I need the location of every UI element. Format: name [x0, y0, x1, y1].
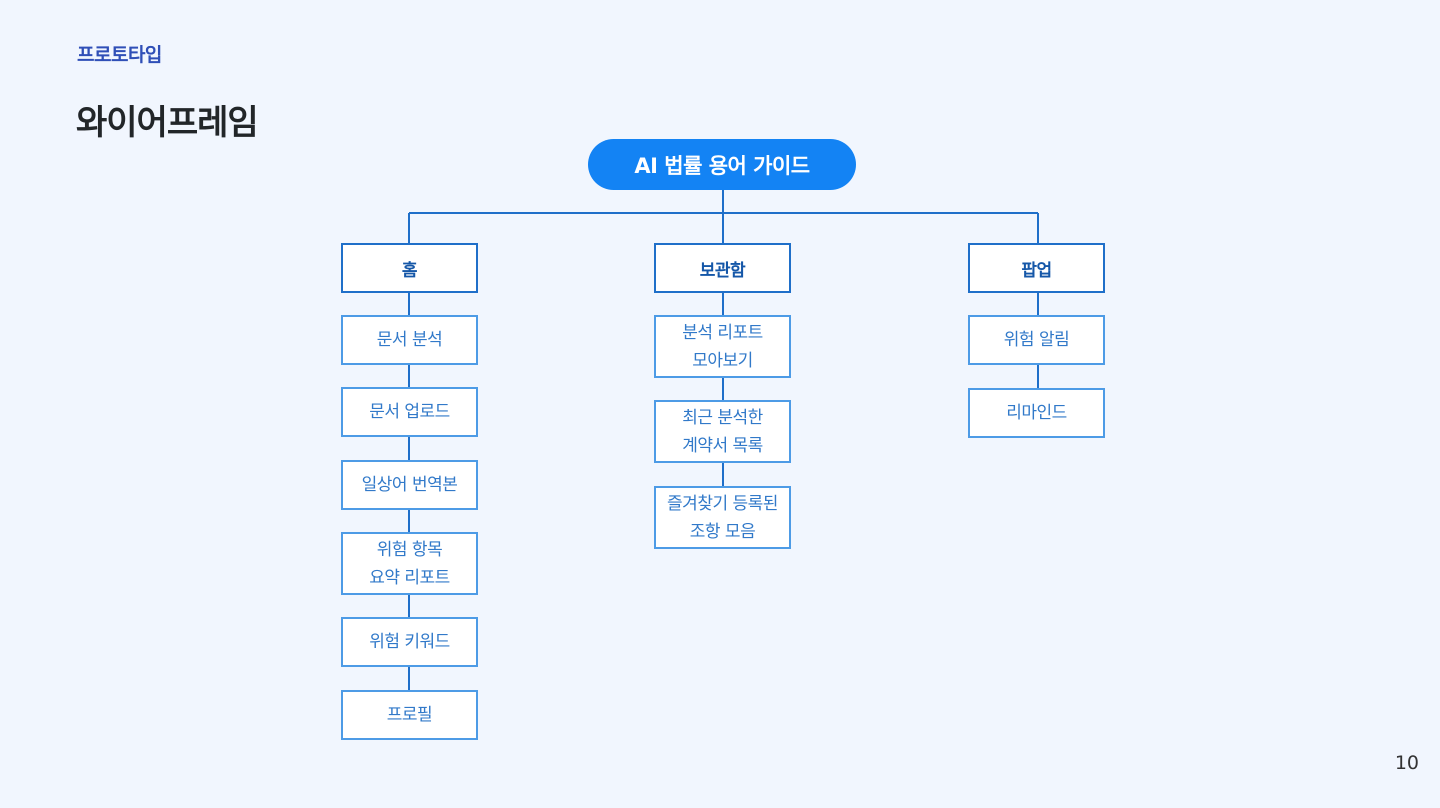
node-report-collection: 분석 리포트 모아보기	[654, 315, 791, 378]
node-risk-alert: 위험 알림	[968, 315, 1105, 365]
node-reminder: 리마인드	[968, 388, 1105, 438]
node-plain-language-translation: 일상어 번역본	[341, 460, 478, 510]
category-home: 홈	[341, 243, 478, 293]
node-favorite-clauses: 즐겨찾기 등록된 조항 모음	[654, 486, 791, 549]
root-node: AI 법률 용어 가이드	[588, 139, 856, 190]
category-storage: 보관함	[654, 243, 791, 293]
node-document-analysis: 문서 분석	[341, 315, 478, 365]
page-title: 와이어프레임	[76, 103, 259, 143]
page-number: 10	[1394, 752, 1419, 774]
node-document-upload: 문서 업로드	[341, 387, 478, 437]
node-profile: 프로필	[341, 690, 478, 740]
node-risk-summary-report: 위험 항목 요약 리포트	[341, 532, 478, 595]
section-eyebrow: 프로토타입	[77, 44, 162, 66]
category-popup: 팝업	[968, 243, 1105, 293]
node-risk-keywords: 위험 키워드	[341, 617, 478, 667]
node-recent-contracts: 최근 분석한 계약서 목록	[654, 400, 791, 463]
